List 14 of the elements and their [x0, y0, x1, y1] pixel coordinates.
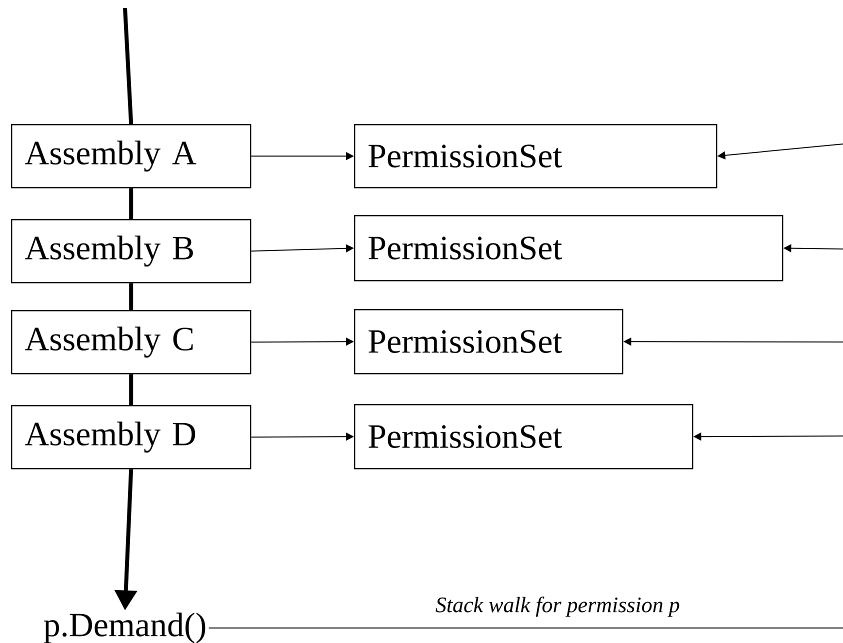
thick-line [129, 188, 134, 219]
permission-set-box: PermissionSet [354, 404, 694, 470]
permission-set-box: PermissionSet [354, 124, 718, 188]
function-call-text: p.Demand() [44, 612, 206, 643]
permission-set-box: PermissionSet [354, 309, 624, 374]
assembly-box: Assembly C [11, 310, 252, 374]
assembly-box: Assembly A [11, 124, 252, 188]
thick-line [129, 374, 134, 405]
assembly-box: Assembly D [11, 405, 252, 470]
permission-set-box: PermissionSet [354, 215, 784, 282]
assembly-box: Assembly B [11, 219, 252, 284]
thick-line [123, 8, 134, 124]
edge-label: Stack walk for permission p [436, 596, 680, 617]
thick-line [129, 283, 134, 310]
